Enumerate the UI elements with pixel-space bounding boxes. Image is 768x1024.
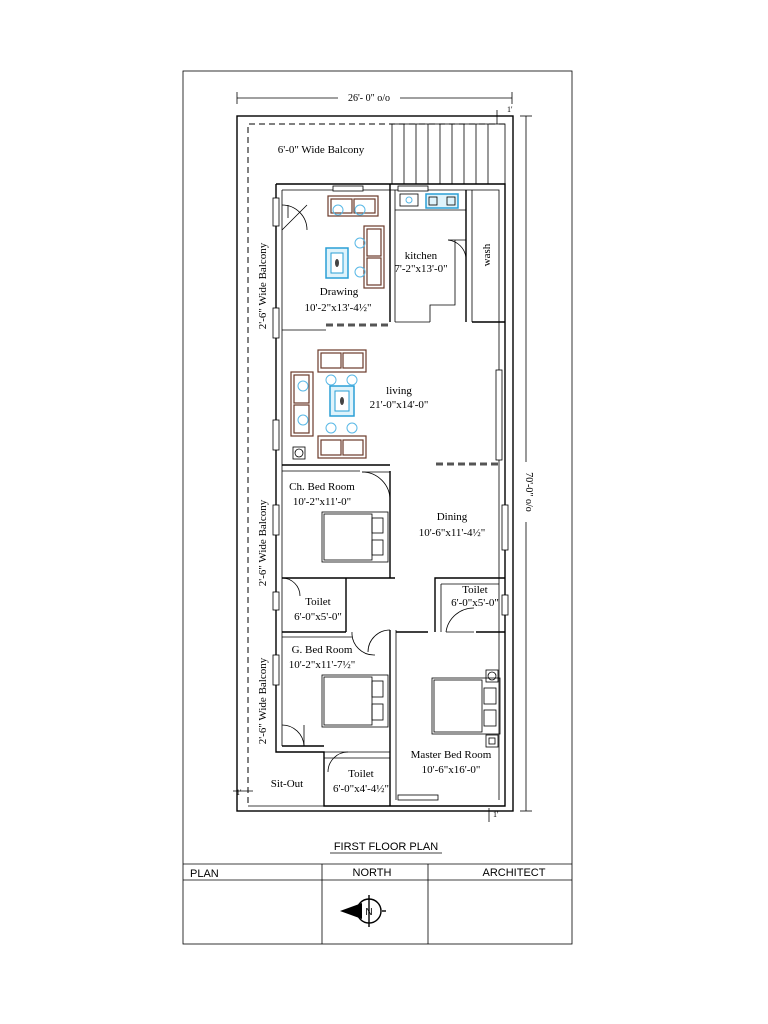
toilet-left-name: Toilet bbox=[305, 596, 331, 608]
title-block-north: NORTH bbox=[353, 867, 392, 879]
length-dimension-label: 70'-0" o/o bbox=[523, 472, 534, 512]
living-name: living bbox=[386, 385, 412, 397]
left-setback-label: 1' bbox=[236, 788, 242, 797]
kitchen-size: 7'-2"x13'-0" bbox=[394, 263, 447, 275]
internal-walls bbox=[248, 183, 506, 807]
kitchen-appliances bbox=[399, 193, 459, 209]
ch-bed-name: Ch. Bed Room bbox=[289, 481, 355, 493]
living-sofa-set bbox=[290, 349, 367, 460]
left-balcony-middle-label: 2'-6" Wide Balcony bbox=[257, 499, 269, 586]
living-size: 21'-0"x14'-0" bbox=[370, 399, 429, 411]
g-bed-name: G. Bed Room bbox=[292, 644, 353, 656]
top-balcony-label: 6'-0" Wide Balcony bbox=[278, 144, 365, 156]
wash-name: wash bbox=[481, 243, 493, 266]
windows bbox=[272, 185, 509, 801]
front-setback-label: 1' bbox=[507, 105, 513, 114]
width-dimension-label: 26'- 0" o/o bbox=[348, 93, 390, 104]
bottom-setback-label: 1' bbox=[493, 810, 499, 819]
master-bed bbox=[431, 669, 501, 748]
ch-bed bbox=[321, 511, 389, 563]
compass-letter: N bbox=[365, 907, 372, 918]
toilet-left-size: 6'-0"x5'-0" bbox=[294, 611, 342, 623]
building-outline bbox=[236, 115, 514, 812]
width-dimension: 26'- 0" o/o 1' bbox=[236, 90, 513, 124]
sheet-border bbox=[182, 70, 573, 945]
g-bed-size: 10'-2"x11'-7½" bbox=[289, 659, 356, 671]
toilet-bottom-name: Toilet bbox=[348, 768, 374, 780]
dining-name: Dining bbox=[437, 511, 468, 523]
toilet-right-name: Toilet bbox=[462, 584, 488, 596]
drawing-name: Drawing bbox=[320, 286, 359, 298]
master-bed-name: Master Bed Room bbox=[411, 749, 492, 761]
dining-size: 10'-6"x11'-4½" bbox=[419, 527, 486, 539]
drawing-size: 10'-2"x13'-4½" bbox=[304, 302, 371, 314]
title-block-plan: PLAN bbox=[190, 868, 219, 880]
left-balcony-upper-label: 2'-6" Wide Balcony bbox=[257, 242, 269, 329]
toilet-bottom-size: 6'-0"x4'-4½" bbox=[333, 783, 389, 795]
kitchen-name: kitchen bbox=[405, 250, 438, 262]
staircase bbox=[391, 123, 506, 185]
sit-out-name: Sit-Out bbox=[271, 778, 303, 790]
g-bed bbox=[321, 674, 389, 728]
master-bed-size: 10'-6"x16'-0" bbox=[422, 764, 481, 776]
plan-title: FIRST FLOOR PLAN bbox=[334, 841, 438, 853]
left-balcony-lower-label: 2'-6" Wide Balcony bbox=[257, 657, 269, 744]
north-compass-icon: N bbox=[340, 895, 386, 927]
drawing-sofa-set bbox=[325, 195, 385, 289]
doors bbox=[281, 204, 475, 773]
ch-bed-size: 10'-2"x11'-0" bbox=[293, 496, 351, 508]
length-dimension: 70'-0" o/o bbox=[520, 115, 534, 812]
title-block-architect: ARCHITECT bbox=[483, 867, 546, 879]
toilet-right-size: 6'-0"x5'-0" bbox=[451, 597, 499, 609]
